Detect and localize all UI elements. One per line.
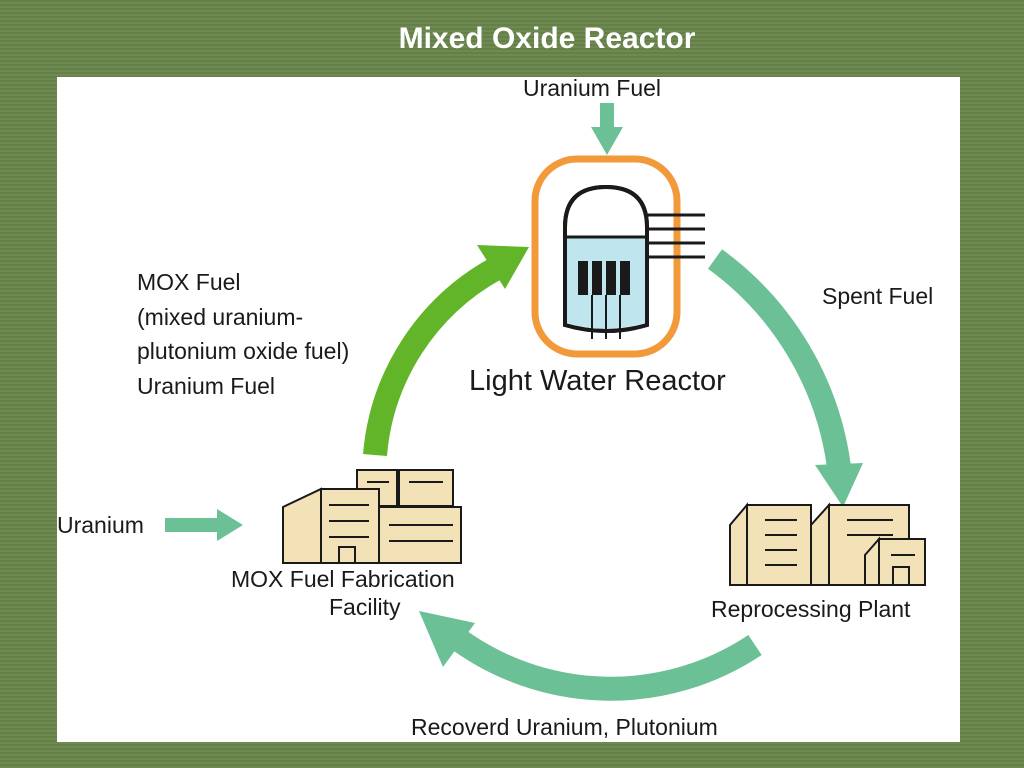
spent-fuel-arrow — [707, 249, 863, 507]
mox-fuel-label-line3: plutonium oxide fuel) — [137, 338, 349, 364]
mox-facility-icon — [282, 469, 462, 564]
uranium-input-label: Uranium — [57, 512, 144, 538]
slide-title: Mixed Oxide Reactor — [398, 22, 696, 55]
fuel-cycle-diagram: Uranium Fuel Lig — [57, 77, 933, 740]
reactor-icon — [531, 155, 705, 358]
spent-fuel-label: Spent Fuel — [822, 283, 933, 309]
mox-facility-label-line1: MOX Fuel Fabrication — [231, 566, 455, 592]
uranium-fuel-input-arrow — [591, 103, 623, 155]
reprocessing-plant-icon — [729, 502, 926, 586]
mox-fuel-label-line1: MOX Fuel — [137, 269, 241, 295]
uranium-fuel-input-label: Uranium Fuel — [523, 77, 661, 101]
uranium-input-arrow — [165, 509, 243, 541]
reactor-label: Light Water Reactor — [469, 365, 726, 397]
mox-fuel-arrow — [363, 245, 529, 457]
mox-fuel-label-line4: Uranium Fuel — [137, 373, 275, 399]
recovered-label: Recoverd Uranium, Plutonium — [411, 714, 718, 740]
mox-facility-label-line2: Facility — [329, 594, 401, 620]
mox-fuel-label-line2: (mixed uranium- — [137, 304, 303, 330]
diagram-panel: Uranium Fuel Lig — [57, 77, 960, 742]
reprocessing-plant-label: Reprocessing Plant — [711, 596, 911, 622]
recovered-arrow — [419, 611, 762, 701]
